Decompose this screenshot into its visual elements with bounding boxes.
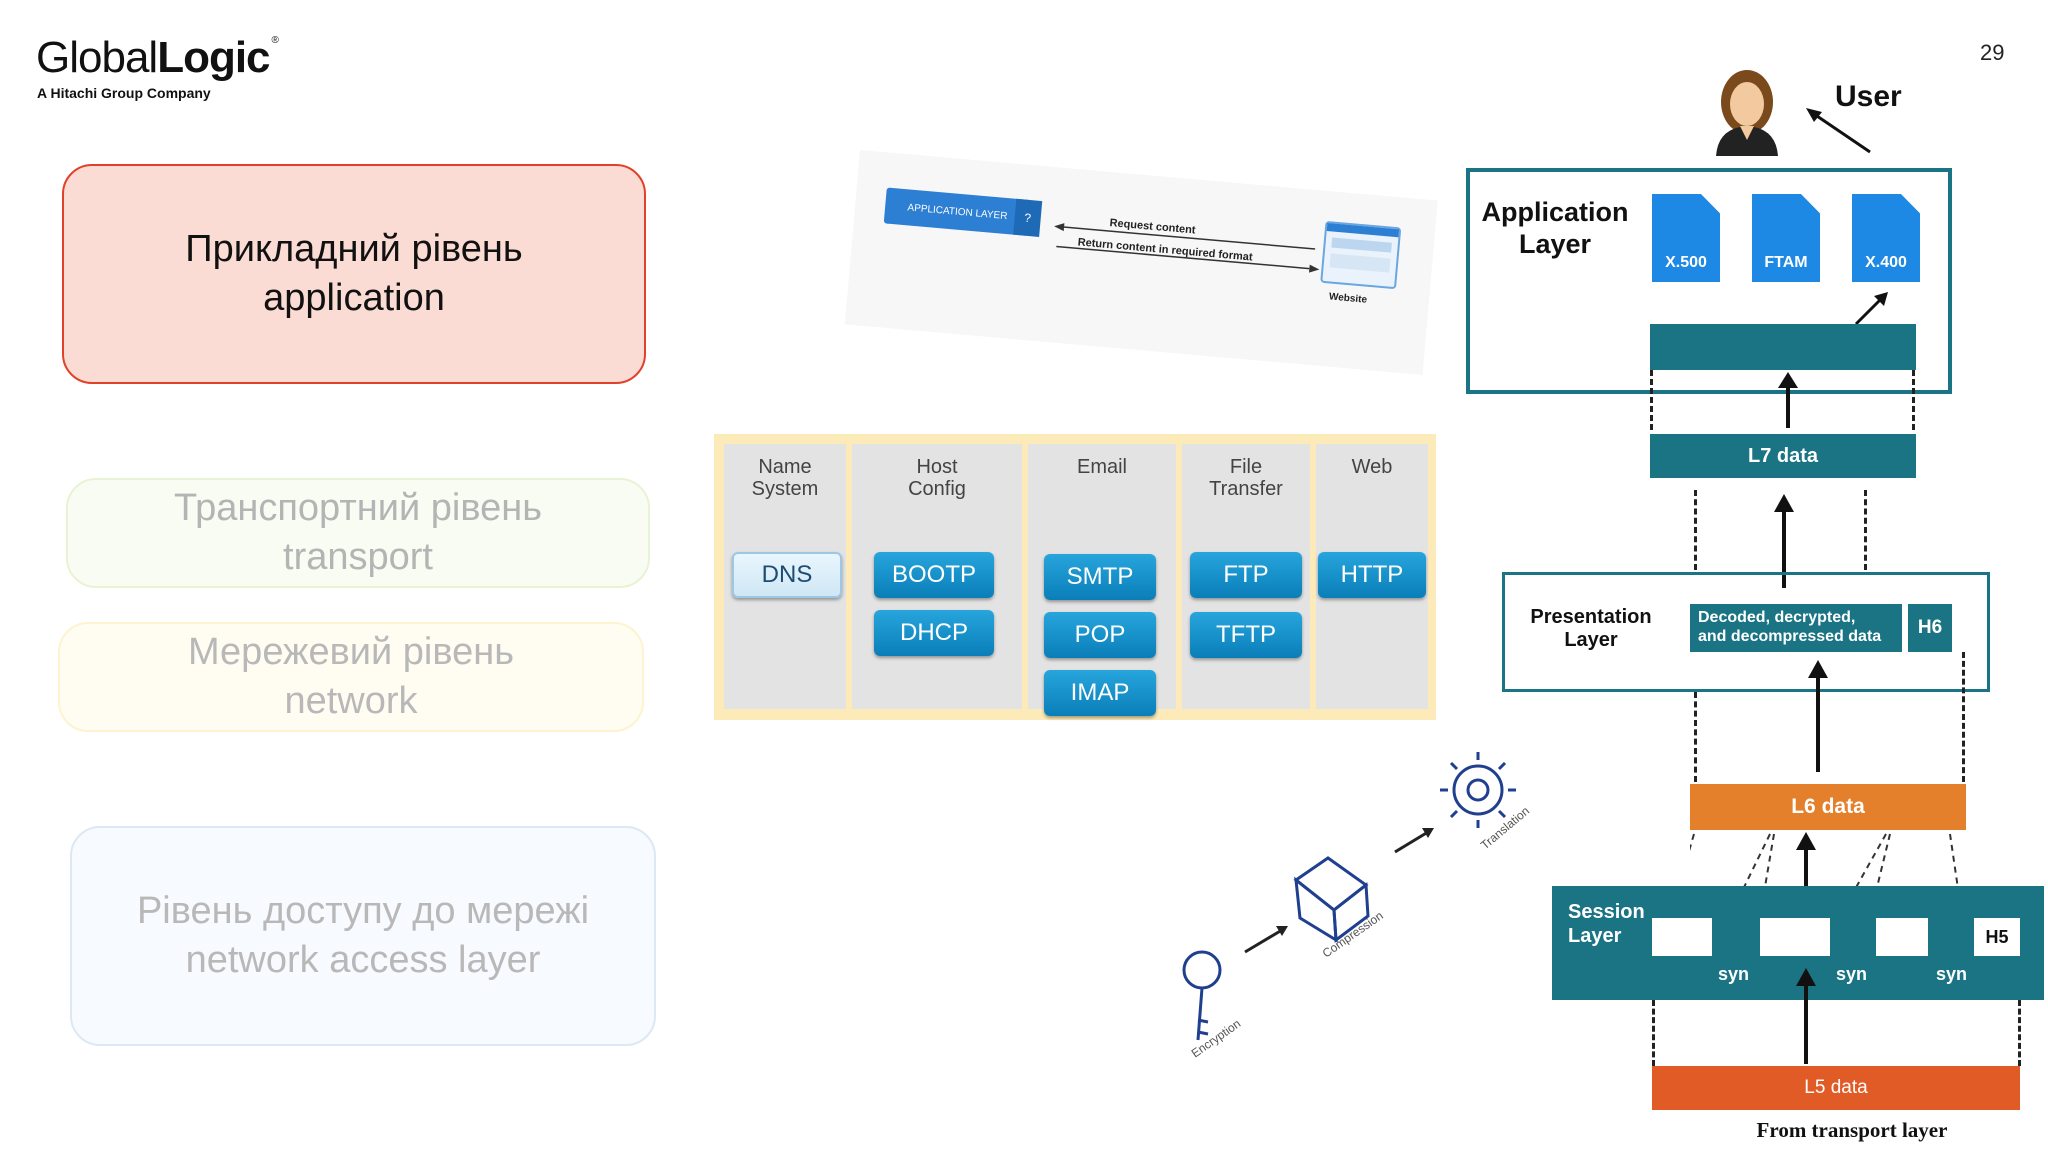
- protocol-dns: DNS: [732, 552, 842, 598]
- dashed-line: [1864, 490, 1867, 570]
- layer-card-network: Мережевий рівень network: [58, 622, 644, 732]
- protocol-tftp: TFTP: [1190, 612, 1302, 658]
- arrow-line: [1782, 508, 1786, 588]
- dashed-line: [1694, 490, 1697, 570]
- dashed-line: [1652, 1000, 1655, 1066]
- document-icon: [1652, 194, 1720, 282]
- layer-title: Транспортний рівень: [174, 486, 542, 529]
- layer-title: Прикладний рівень: [185, 227, 523, 270]
- column-header: File Transfer: [1209, 456, 1283, 500]
- protocol-column-email: Email SMTP POP IMAP: [1028, 444, 1176, 716]
- document-icon: [1752, 194, 1820, 282]
- cube-icon: [1293, 856, 1370, 943]
- l7-data-bar: L7 data: [1650, 434, 1916, 478]
- layer-subtitle: transport: [283, 536, 433, 578]
- protocol-column-file-transfer: File Transfer FTP TFTP: [1182, 444, 1310, 709]
- session-block: [1652, 918, 1712, 956]
- layer-title: Мережевий рівень: [187, 630, 515, 673]
- user-avatar-icon: [1716, 70, 1778, 156]
- h5-header: H5: [1974, 918, 2020, 956]
- layer-subtitle: application: [263, 277, 445, 319]
- arrow-up-icon: [1778, 372, 1798, 388]
- column-header: Web: [1351, 456, 1393, 478]
- syn-label: syn: [1836, 964, 1868, 984]
- protocol-ftp: FTP: [1190, 552, 1302, 598]
- layer-card-network-access: Рівень доступу до мережі network access l…: [70, 826, 656, 1046]
- layer-title: Рівень доступу до мережі: [136, 889, 590, 932]
- presentation-layer-box: [1502, 572, 1990, 692]
- app-protocol-x500: X.500: [1665, 254, 1707, 271]
- session-block: [1760, 918, 1830, 956]
- application-bar: [1650, 324, 1916, 370]
- dashed-line: [2018, 1000, 2021, 1066]
- dashed-line: [1694, 692, 1697, 782]
- arrow-up-icon: [1796, 832, 1816, 850]
- document-icon: [1852, 194, 1920, 282]
- layer-subtitle: network access layer: [185, 939, 541, 981]
- from-transport-label: From transport layer: [1756, 1118, 1948, 1142]
- protocol-dhcp: DHCP: [874, 610, 994, 656]
- page-number: 29: [1980, 40, 2005, 65]
- user-label: User: [1835, 80, 1902, 113]
- arrow-line: [1804, 846, 1808, 908]
- protocol-imap: IMAP: [1044, 670, 1156, 716]
- user-arrow-icon: [1806, 108, 1871, 154]
- layer-subtitle: network: [284, 680, 418, 722]
- application-layer-box: APPLICATION LAYER: [883, 187, 1032, 236]
- app-protocol-x400: X.400: [1865, 254, 1907, 271]
- protocols-table: Name System DNS Host Config BOOTP DHCP E…: [714, 434, 1436, 720]
- arrow-line: [1804, 984, 1808, 1064]
- column-header: Name System: [751, 456, 819, 500]
- protocol-bootp: BOOTP: [874, 552, 994, 598]
- website-icon: [1320, 220, 1402, 290]
- arrow-up-icon: [1796, 968, 1816, 986]
- column-header: Email: [1076, 456, 1127, 478]
- protocol-column-host-config: Host Config BOOTP DHCP: [852, 444, 1022, 709]
- presentation-description: Decoded, decrypted, and decompressed dat…: [1690, 604, 1902, 652]
- arrow-up-right-icon: [1854, 292, 1888, 326]
- globallogic-logo: GlobalLogic®: [36, 33, 279, 82]
- syn-label: syn: [1936, 964, 1968, 984]
- layer-card-application: Прикладний рівень application: [62, 164, 646, 384]
- request-diagram: APPLICATION LAYER ? Request content Retu…: [844, 150, 1438, 375]
- arrow-line: [1816, 676, 1820, 772]
- session-block: [1876, 918, 1928, 956]
- presentation-layer-label: Presentation Layer: [1530, 606, 1652, 651]
- application-layer-label: Application Layer: [1481, 197, 1629, 260]
- arrow-up-icon: [1774, 494, 1794, 512]
- request-arrows-icon: [1054, 223, 1320, 273]
- protocol-column-name-system: Name System DNS: [724, 444, 846, 709]
- logo-bold: Logic: [157, 33, 270, 82]
- protocol-http: HTTP: [1318, 552, 1426, 598]
- layer-card-transport: Транспортний рівень transport: [66, 478, 650, 588]
- application-layer-box: [1466, 168, 1952, 394]
- logo-light: Global: [36, 33, 158, 82]
- dashed-line: [1962, 652, 1965, 782]
- dashed-line: [1912, 370, 1915, 430]
- arrow-line: [1786, 384, 1790, 428]
- dashed-line: [1650, 370, 1653, 430]
- gear-icon: [1440, 752, 1516, 828]
- protocol-pop: POP: [1044, 612, 1156, 658]
- arrow-up-icon: [1808, 660, 1828, 678]
- logo-subtitle: A Hitachi Group Company: [37, 85, 211, 101]
- protocol-smtp: SMTP: [1044, 554, 1156, 600]
- h6-header: H6: [1908, 604, 1952, 652]
- column-header: Host Config: [908, 456, 966, 500]
- app-protocol-ftam: FTAM: [1764, 254, 1808, 271]
- l6-data-bar: L6 data: [1690, 784, 1966, 830]
- l5-data-bar: L5 data: [1652, 1066, 2020, 1110]
- question-mark-icon: ?: [1013, 198, 1043, 237]
- session-layer-label: Session Layer: [1568, 901, 1645, 947]
- key-icon: [1182, 950, 1222, 1041]
- protocol-column-web: Web HTTP: [1316, 444, 1428, 709]
- website-label: Website: [1328, 291, 1368, 306]
- syn-label: syn: [1718, 964, 1750, 984]
- presentation-icons-strip: Encryption Compression Translation: [1110, 740, 1580, 1080]
- logo-registered: ®: [271, 35, 279, 46]
